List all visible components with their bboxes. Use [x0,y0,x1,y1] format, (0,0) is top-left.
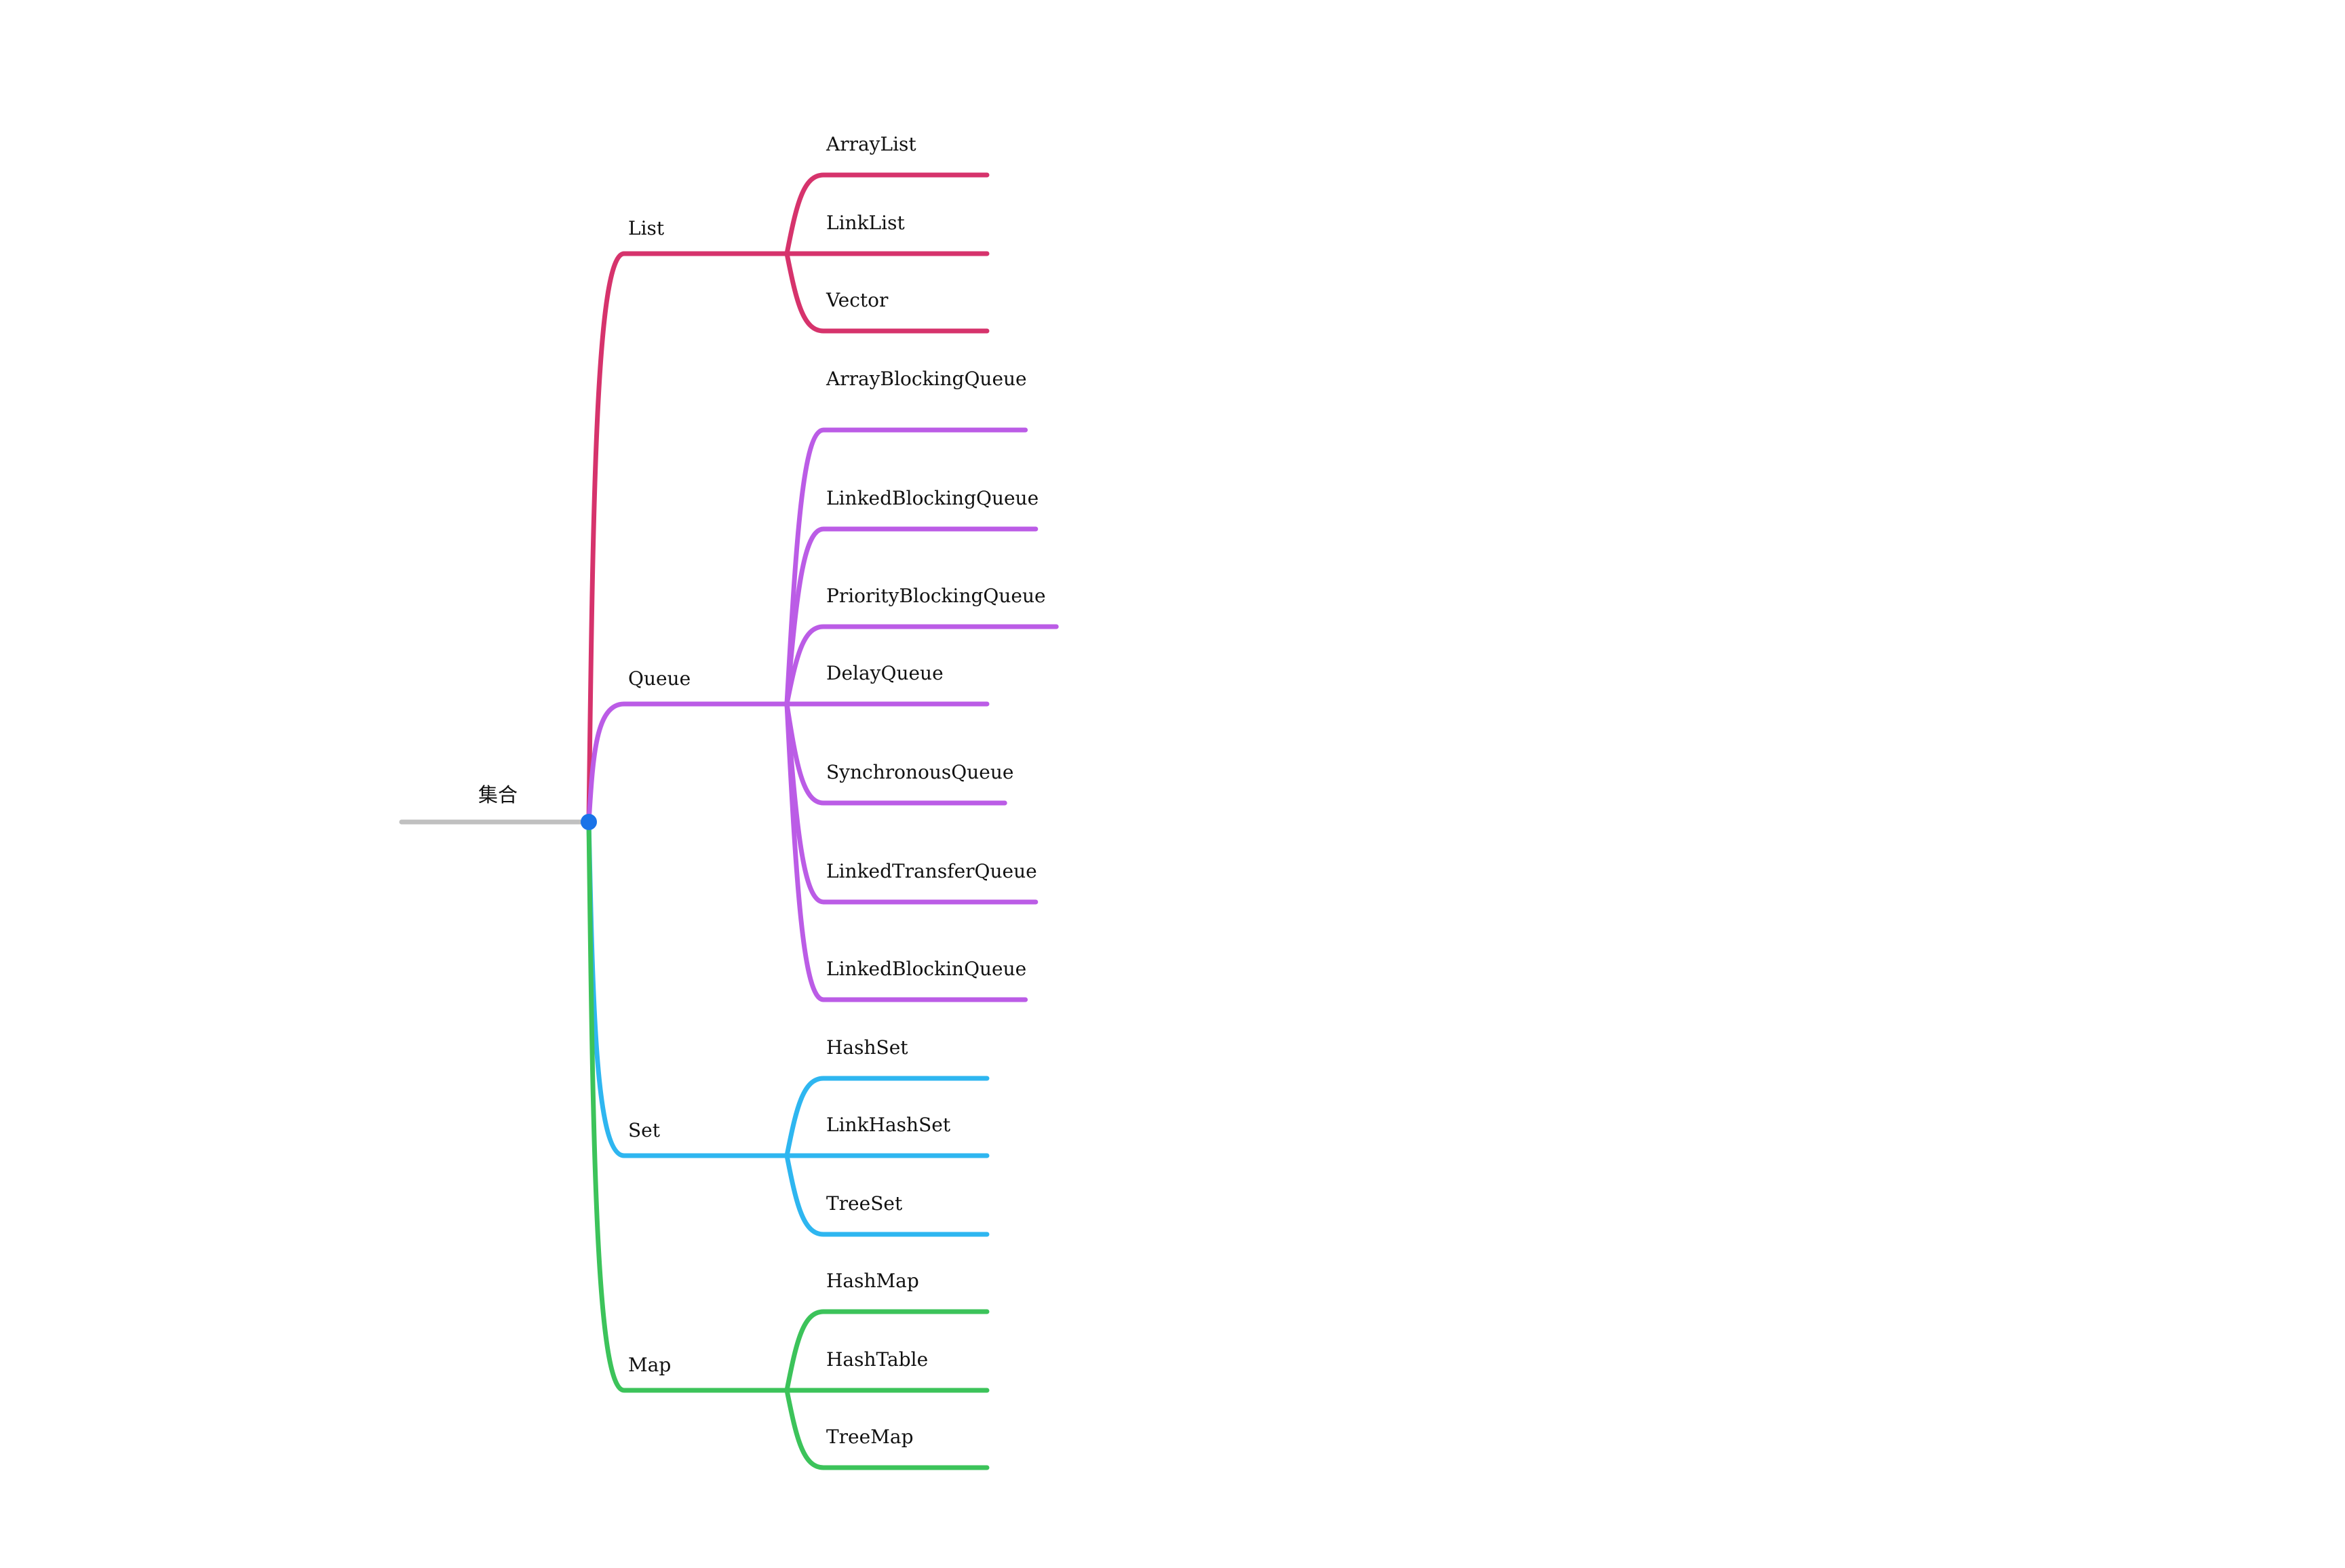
child-link-priority-blocking-queue [784,624,1059,707]
leaf-node-link-list[interactable]: LinkList [826,212,905,234]
leaf-node-delay-queue[interactable]: DelayQueue [826,662,944,684]
leaf-node-priority-blocking-queue[interactable]: PriorityBlockingQueue [826,585,1046,607]
child-link-hash-map [784,1309,990,1393]
child-link-linked-blocking-queue [784,526,1039,707]
leaf-node-linked-blockin-queue[interactable]: LinkedBlockinQueue [826,958,1026,980]
leaf-node-tree-set[interactable]: TreeSet [826,1192,903,1215]
branch-link-queue [586,701,790,825]
branch-link-map [586,819,790,1393]
child-link-array-list [784,172,990,256]
leaf-node-hash-set[interactable]: HashSet [826,1036,908,1059]
child-link-vector [784,251,990,334]
root-node-label[interactable]: 集合 [478,783,518,806]
leaf-node-hash-table[interactable]: HashTable [826,1348,928,1371]
leaf-node-link-hash-set[interactable]: LinkHashSet [826,1114,951,1136]
branch-node-queue[interactable]: Queue [628,667,691,690]
leaf-node-hash-map[interactable]: HashMap [826,1270,919,1292]
child-link-synchronous-queue [784,701,1007,806]
branch-node-list[interactable]: List [628,217,665,239]
child-link-linked-blockin-queue [784,701,1028,1002]
leaf-node-vector[interactable]: Vector [826,289,889,311]
child-link-tree-set [784,1153,990,1237]
child-link-hash-set [784,1076,990,1158]
leaf-node-array-blocking-queue[interactable]: ArrayBlockingQueue [826,368,1027,390]
branch-node-set[interactable]: Set [628,1119,661,1141]
child-link-tree-map [784,1388,990,1470]
leaf-node-tree-map[interactable]: TreeMap [826,1426,914,1448]
leaf-node-linked-transfer-queue[interactable]: LinkedTransferQueue [826,860,1037,882]
branch-node-map[interactable]: Map [628,1354,671,1376]
root-hub-node[interactable] [581,814,597,830]
leaf-node-linked-blocking-queue[interactable]: LinkedBlockingQueue [826,487,1039,509]
leaf-node-array-list[interactable]: ArrayList [826,133,916,155]
branch-link-set [586,819,790,1158]
child-link-array-blocking-queue [784,427,1028,707]
branch-link-list [586,251,790,825]
leaf-node-synchronous-queue[interactable]: SynchronousQueue [826,761,1013,783]
mindmap-links [399,172,1059,1470]
